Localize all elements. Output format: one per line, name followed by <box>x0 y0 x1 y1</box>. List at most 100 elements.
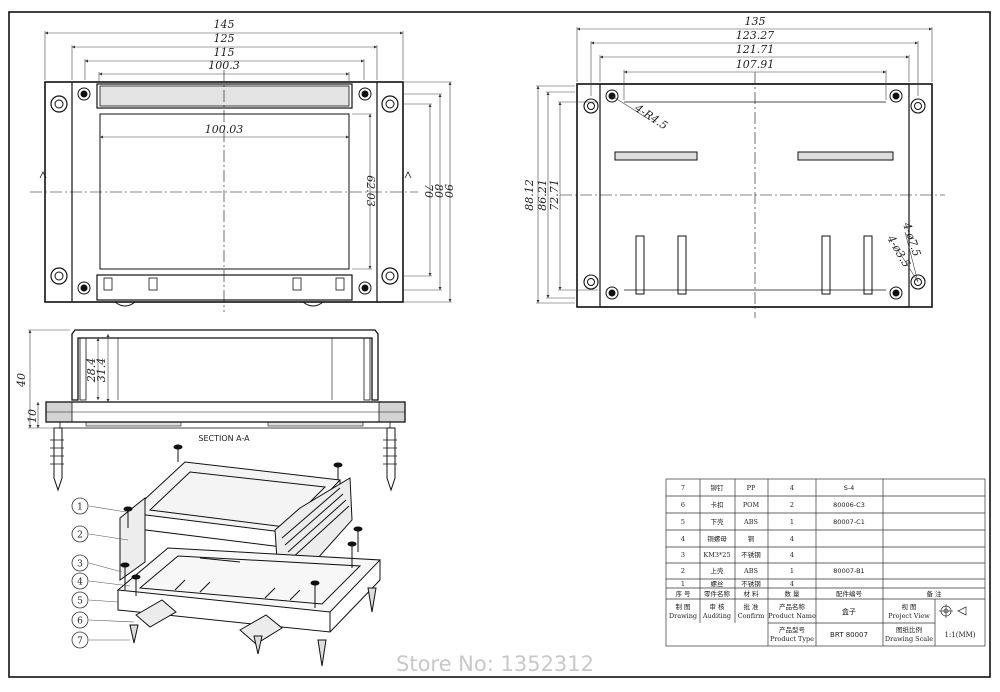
balloon-7: 7 <box>71 631 89 649</box>
dim-bottom-height-2: 86.21 <box>536 179 549 211</box>
svg-text:卡扣: 卡扣 <box>711 500 724 509</box>
dim-section-base: 10 <box>26 409 39 423</box>
svg-text:零件名称: 零件名称 <box>704 589 731 598</box>
svg-text:2: 2 <box>681 567 685 575</box>
dim-width-4: 100.3 <box>208 59 240 72</box>
svg-text:5: 5 <box>681 518 685 526</box>
svg-text:上壳: 上壳 <box>711 566 725 575</box>
svg-text:2: 2 <box>77 531 83 541</box>
dim-height-1: 62.03 <box>364 175 377 207</box>
parts-row: 1 螺丝 不锈钢 4 <box>681 579 794 588</box>
corner-hole-icon <box>583 89 926 300</box>
exploded-view <box>88 444 382 667</box>
svg-text:材 料: 材 料 <box>743 589 759 598</box>
top-cover <box>119 461 353 581</box>
store-watermark: Store No: 1352312 <box>396 652 595 676</box>
parts-table-header: 序 号 零件名称 材 料 数 量 配件编号 备 注 <box>675 589 942 598</box>
svg-text:Project View: Project View <box>888 612 930 620</box>
svg-text:数 量: 数 量 <box>784 589 800 598</box>
svg-text:Confirm: Confirm <box>738 612 765 620</box>
svg-text:7: 7 <box>681 484 685 492</box>
section-label: SECTION A-A <box>198 434 250 443</box>
dim-bottom-height-1: 88.12 <box>523 179 536 211</box>
bottom-view <box>560 72 945 318</box>
svg-text:3: 3 <box>77 560 83 570</box>
parts-row: 6 卡扣 POM 2 80006-C3 <box>681 500 865 509</box>
svg-text:1: 1 <box>790 518 794 526</box>
balloon-2: 2 <box>71 525 89 543</box>
dim-bottom-width-3: 121.71 <box>736 43 775 56</box>
product-name-value: 盒子 <box>842 607 856 616</box>
dim-width-2: 125 <box>214 32 235 45</box>
clip-icon <box>135 599 283 645</box>
snap-pin-icon <box>50 427 397 492</box>
svg-text:Product Name: Product Name <box>768 612 816 620</box>
dim-section-total: 40 <box>15 373 28 388</box>
parts-row: 2 上壳 ABS 1 80007-B1 <box>681 566 865 575</box>
svg-text:1: 1 <box>77 503 83 513</box>
dim-width-3: 115 <box>214 46 235 59</box>
svg-text:1: 1 <box>790 567 794 575</box>
svg-text:Product Type: Product Type <box>770 635 814 643</box>
section-view <box>45 329 406 492</box>
corner-screw-icon <box>50 87 399 295</box>
svg-text:1: 1 <box>681 580 685 588</box>
dim-bottom-width-4: 107.91 <box>736 58 775 71</box>
title-block: 制 图 Drawing 审 核 Auditing 批 准 Confirm 产品名… <box>669 602 976 643</box>
dim-bottom-width-overall: 135 <box>745 15 766 28</box>
dim-height-4: 90 <box>442 184 455 198</box>
balloon-1: 1 <box>71 497 89 515</box>
svg-text:ABS: ABS <box>743 518 758 526</box>
svg-text:视 图: 视 图 <box>901 602 916 611</box>
svg-text:批 准: 批 准 <box>743 602 759 611</box>
svg-text:4: 4 <box>790 551 794 559</box>
bottom-view-dimensions <box>536 27 933 304</box>
section-dimensions <box>28 329 110 429</box>
svg-text:序 号: 序 号 <box>675 589 691 598</box>
svg-text:KM3*25: KM3*25 <box>703 551 730 559</box>
svg-text:6: 6 <box>77 617 83 627</box>
top-view-dimensions <box>44 31 452 303</box>
parts-row: 4 铜螺母 铜 4 <box>681 534 794 543</box>
svg-text:80007-B1: 80007-B1 <box>833 567 864 575</box>
svg-text:ABS: ABS <box>743 567 758 575</box>
scale-value: 1:1(MM) <box>944 631 975 639</box>
parts-table: 7 铆钉 PP 4 S-4 6 卡扣 POM 2 80006-C3 5 下壳 A… <box>665 478 986 647</box>
svg-text:Auditing: Auditing <box>702 612 731 620</box>
svg-text:Drawing: Drawing <box>669 612 697 620</box>
svg-text:4: 4 <box>77 578 83 588</box>
dim-corner-radius: 4-R4.5 <box>632 101 671 132</box>
svg-text:S-4: S-4 <box>844 484 855 492</box>
svg-text:图纸比例: 图纸比例 <box>896 625 922 634</box>
svg-text:螺丝: 螺丝 <box>711 579 725 588</box>
svg-text:7: 7 <box>77 637 83 647</box>
svg-text:配件编号: 配件编号 <box>836 589 863 598</box>
svg-text:80007-C1: 80007-C1 <box>833 518 865 526</box>
screw-icon <box>120 444 363 608</box>
svg-text:审 核: 审 核 <box>709 602 725 611</box>
svg-text:Drawing Scale: Drawing Scale <box>885 635 933 643</box>
svg-text:4: 4 <box>790 484 794 492</box>
parts-row: 3 KM3*25 不锈钢 4 <box>681 550 794 559</box>
svg-text:下壳: 下壳 <box>711 517 725 526</box>
product-type-value: BRT 80007 <box>830 631 868 639</box>
dim-section-inner-2: 31.4 <box>95 358 108 383</box>
svg-text:6: 6 <box>681 501 685 509</box>
svg-text:80006-C3: 80006-C3 <box>833 501 865 509</box>
projection-symbol-icon <box>939 604 967 618</box>
dim-inner-width: 100.03 <box>205 123 244 136</box>
svg-text:5: 5 <box>77 597 83 607</box>
dim-height-3: 80 <box>432 184 445 198</box>
svg-text:PP: PP <box>747 484 756 492</box>
svg-text:备 注: 备 注 <box>926 589 942 598</box>
balloon-4: 4 <box>71 572 89 590</box>
svg-text:不锈钢: 不锈钢 <box>741 579 761 588</box>
balloon-3: 3 <box>71 554 89 572</box>
svg-text:POM: POM <box>743 501 760 509</box>
sheet-border <box>8 11 991 678</box>
svg-text:产品名称: 产品名称 <box>779 602 806 611</box>
parts-row: 7 铆钉 PP 4 S-4 <box>681 483 854 492</box>
svg-text:铜: 铜 <box>748 534 755 543</box>
dim-height-2: 70 <box>422 184 435 198</box>
